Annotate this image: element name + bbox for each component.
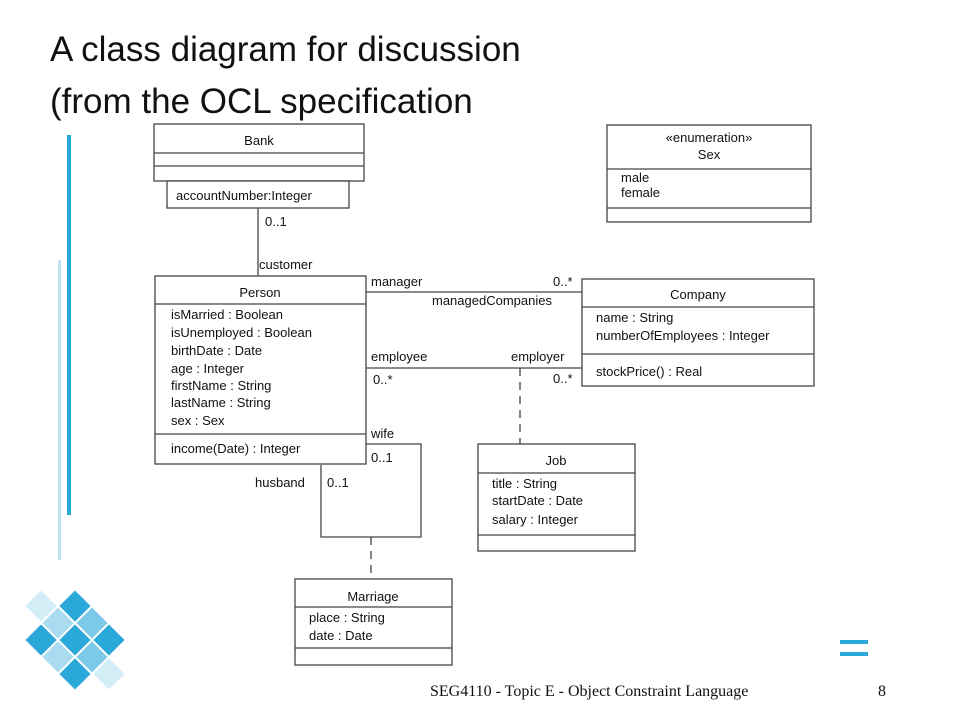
attribute: name : String xyxy=(596,310,673,325)
class-bank: Bank xyxy=(153,123,365,182)
multiplicity-label: 0..1 xyxy=(327,475,349,490)
slide-title-line-1: A class diagram for discussion xyxy=(50,30,521,69)
class-person: Person isMarried : Boolean isUnemployed … xyxy=(154,275,367,465)
class-name-person: Person xyxy=(239,285,280,300)
role-label-wife: wife xyxy=(370,426,394,441)
role-label-managed-companies: managedCompanies xyxy=(432,293,552,308)
attribute: firstName : String xyxy=(171,378,271,393)
enumeration-sex: «enumeration» Sex male female xyxy=(606,124,812,223)
role-label-husband: husband xyxy=(255,475,305,490)
slide-title-line-2: (from the OCL specification xyxy=(50,82,473,121)
role-label-customer: customer xyxy=(259,257,313,272)
class-name-company: Company xyxy=(670,287,726,302)
multiplicity-label: 0..* xyxy=(373,372,393,387)
attribute: age : Integer xyxy=(171,361,245,376)
class-marriage: Marriage place : String date : Date xyxy=(294,578,453,666)
attribute: birthDate : Date xyxy=(171,343,262,358)
attribute: isMarried : Boolean xyxy=(171,307,283,322)
attribute: place : String xyxy=(309,610,385,625)
attribute: startDate : Date xyxy=(492,493,583,508)
qualifier-account-number: accountNumber:Integer xyxy=(166,180,350,209)
attribute: sex : Sex xyxy=(171,413,225,428)
attribute: salary : Integer xyxy=(492,512,579,527)
class-job: Job title : String startDate : Date sala… xyxy=(477,443,636,552)
class-name-bank: Bank xyxy=(244,133,274,148)
attribute: numberOfEmployees : Integer xyxy=(596,328,770,343)
tile-pattern-decoration xyxy=(25,590,125,690)
operation: stockPrice() : Real xyxy=(596,364,702,379)
class-name-marriage: Marriage xyxy=(347,589,398,604)
qualifier-label: accountNumber:Integer xyxy=(176,188,313,203)
left-accent-bar-faint xyxy=(58,260,61,560)
multiplicity-label: 0..1 xyxy=(371,450,393,465)
attribute: isUnemployed : Boolean xyxy=(171,325,312,340)
class-name-sex: Sex xyxy=(698,147,721,162)
slide-footer: SEG4110 - Topic E - Object Constraint La… xyxy=(430,683,749,700)
role-label-employer: employer xyxy=(511,349,565,364)
class-company: Company name : String numberOfEmployees … xyxy=(581,278,815,387)
role-label-employee: employee xyxy=(371,349,427,364)
stereotype-label: «enumeration» xyxy=(666,130,753,145)
attribute: date : Date xyxy=(309,628,373,643)
enum-literal: female xyxy=(621,185,660,200)
multiplicity-label: 0..* xyxy=(553,274,573,289)
role-label-manager: manager xyxy=(371,274,423,289)
marriage-association xyxy=(320,443,422,538)
left-accent-bar xyxy=(67,135,71,515)
attribute: title : String xyxy=(492,476,557,491)
enum-literal: male xyxy=(621,170,649,185)
bottom-right-accent xyxy=(840,652,868,656)
multiplicity-label: 0..1 xyxy=(265,214,287,229)
multiplicity-label: 0..* xyxy=(553,371,573,386)
bottom-right-accent xyxy=(840,640,868,644)
attribute: lastName : String xyxy=(171,395,271,410)
operation: income(Date) : Integer xyxy=(171,441,301,456)
class-name-job: Job xyxy=(546,453,567,468)
page-number: 8 xyxy=(878,683,886,700)
